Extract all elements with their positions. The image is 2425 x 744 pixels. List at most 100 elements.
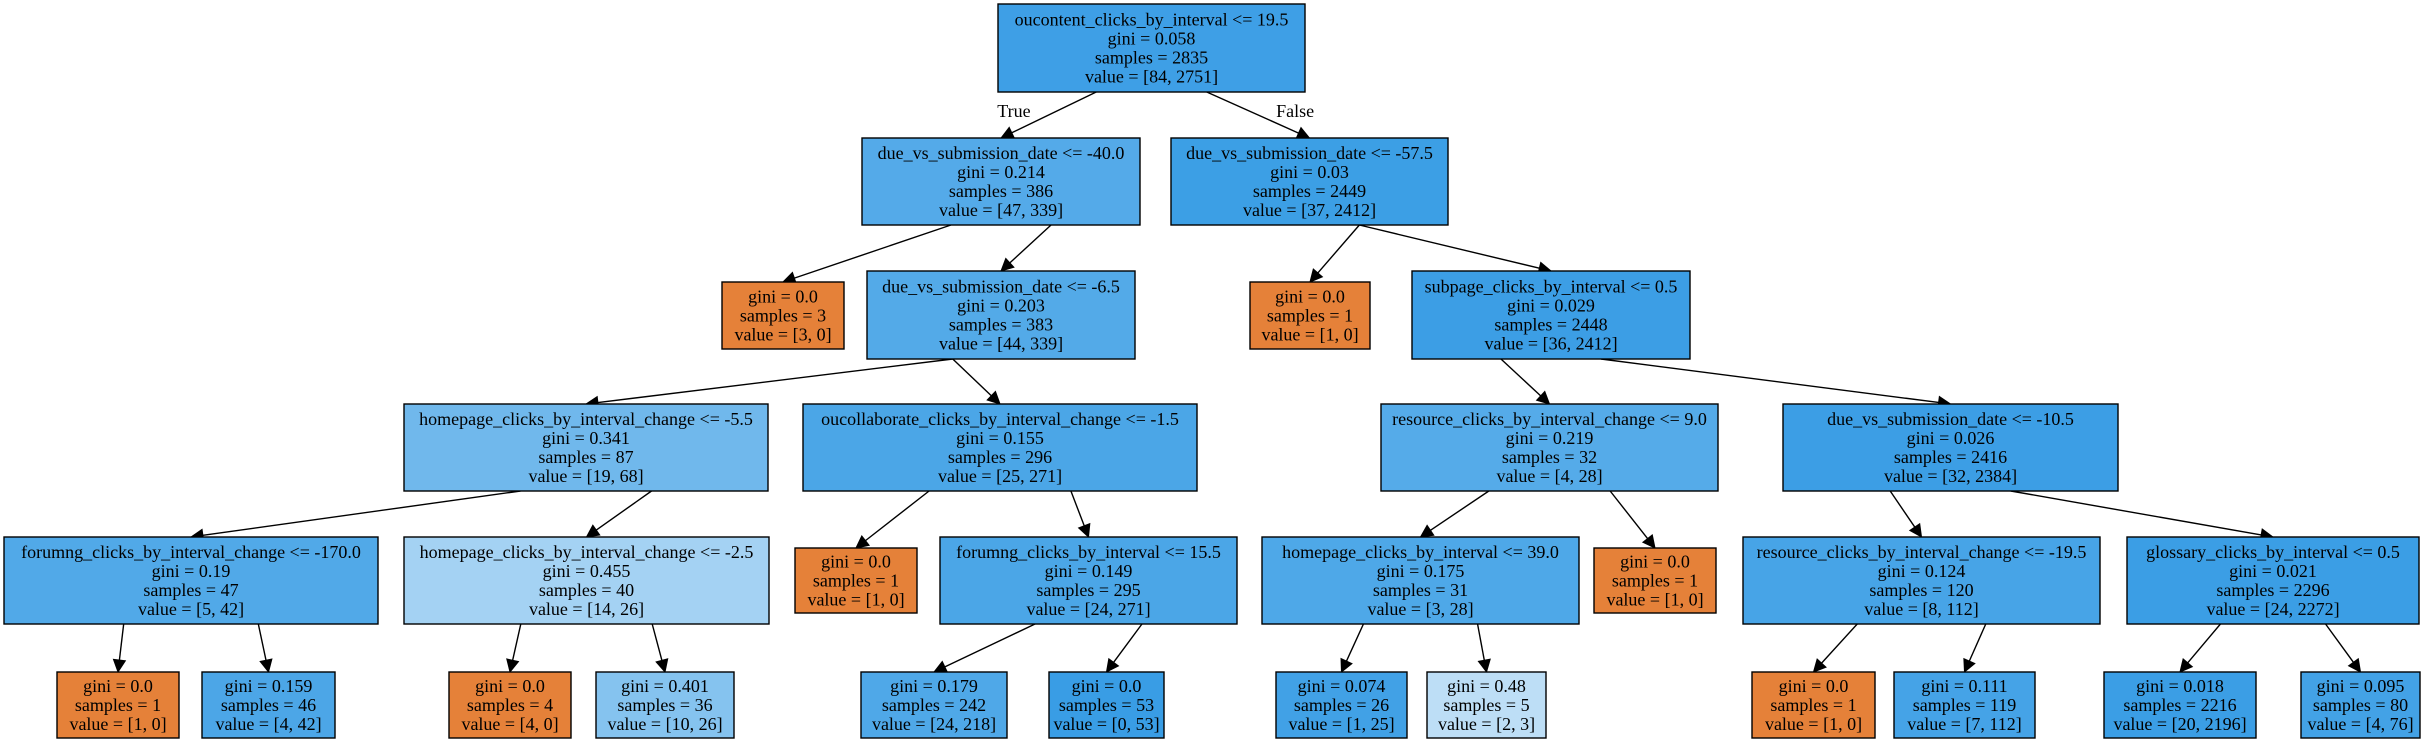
edge-line xyxy=(944,623,1036,668)
node-stat-line: samples = 1 xyxy=(813,571,899,591)
node-stat-line: gini = 0.341 xyxy=(542,428,630,448)
tree-node: resource_clicks_by_interval_change <= 9.… xyxy=(1380,403,1719,492)
node-box xyxy=(1426,671,1547,739)
node-stat-line: samples = 2416 xyxy=(1894,447,2007,467)
node-stat-line: samples = 3 xyxy=(740,306,826,326)
arrowhead-icon xyxy=(1077,522,1091,539)
arrowhead-icon xyxy=(1000,257,1015,272)
node-stat-line: value = [36, 2412] xyxy=(1484,334,1617,354)
node-split-condition: oucollaborate_clicks_by_interval_change … xyxy=(821,409,1179,429)
edge-line xyxy=(1889,490,1916,528)
node-stat-line: gini = 0.095 xyxy=(2317,676,2405,696)
node-stat-line: samples = 53 xyxy=(1059,695,1154,715)
node-stat-line: gini = 0.0 xyxy=(83,676,153,696)
node-stat-line: value = [24, 2272] xyxy=(2206,599,2339,619)
tree-edge xyxy=(952,358,1001,405)
node-box xyxy=(1751,671,1876,739)
node-stat-line: gini = 0.074 xyxy=(1298,676,1386,696)
node-split-condition: forumng_clicks_by_interval_change <= -17… xyxy=(21,542,361,562)
node-box xyxy=(448,671,572,739)
arrowhead-icon xyxy=(1477,658,1491,674)
node-stat-line: value = [3, 28] xyxy=(1367,599,1473,619)
node-split-condition: forumng_clicks_by_interval <= 15.5 xyxy=(956,542,1221,562)
tree-nodes: oucontent_clicks_by_interval <= 19.5gini… xyxy=(3,3,2421,739)
node-stat-line: value = [1, 0] xyxy=(1606,590,1703,610)
node-stat-line: gini = 0.219 xyxy=(1506,428,1594,448)
node-stat-line: gini = 0.179 xyxy=(890,676,978,696)
node-stat-line: value = [7, 112] xyxy=(1907,714,2021,734)
node-box xyxy=(1411,270,1691,360)
node-box xyxy=(201,671,336,739)
node-box xyxy=(794,547,918,614)
node-stat-line: value = [25, 271] xyxy=(938,466,1062,486)
edge-line xyxy=(1206,91,1299,134)
tree-node: homepage_clicks_by_interval <= 39.0gini … xyxy=(1261,536,1580,625)
node-stat-line: value = [32, 2384] xyxy=(1884,466,2017,486)
node-box xyxy=(1249,281,1371,350)
node-stat-line: samples = 36 xyxy=(617,695,712,715)
tree-edge xyxy=(257,623,273,674)
tree-edge xyxy=(1070,490,1091,539)
arrowhead-icon xyxy=(855,534,871,549)
edge-line xyxy=(257,623,267,661)
node-stat-line: samples = 119 xyxy=(1913,695,2016,715)
node-stat-line: gini = 0.03 xyxy=(1270,162,1349,182)
node-stat-line: value = [1, 0] xyxy=(1261,325,1358,345)
arrowhead-icon xyxy=(1535,390,1551,405)
node-box xyxy=(721,281,845,350)
node-stat-line: gini = 0.401 xyxy=(621,676,709,696)
tree-edge xyxy=(1000,224,1052,272)
node-stat-line: value = [37, 2412] xyxy=(1243,200,1376,220)
node-stat-line: gini = 0.175 xyxy=(1377,561,1465,581)
edge-label-false: False xyxy=(1276,101,1314,121)
tree-edge xyxy=(1340,623,1365,674)
node-box xyxy=(1380,403,1719,492)
node-stat-line: gini = 0.0 xyxy=(475,676,545,696)
node-box xyxy=(1593,547,1717,614)
tree-node: oucollaborate_clicks_by_interval_change … xyxy=(802,403,1198,492)
node-stat-line: samples = 2296 xyxy=(2216,580,2329,600)
tree-edge xyxy=(506,623,522,674)
tree-edge xyxy=(932,623,1036,673)
edge-line xyxy=(2324,623,2355,663)
tree-edge xyxy=(1359,224,1553,275)
node-stat-line: value = [47, 339] xyxy=(939,200,1063,220)
edge-line xyxy=(1476,623,1485,661)
node-stat-line: value = [1, 0] xyxy=(807,590,904,610)
edge-line xyxy=(1317,224,1360,274)
node-stat-line: samples = 120 xyxy=(1869,580,1973,600)
node-split-condition: due_vs_submission_date <= -40.0 xyxy=(878,143,1125,163)
node-stat-line: samples = 1 xyxy=(1267,306,1353,326)
edge-line xyxy=(651,623,663,661)
node-stat-line: samples = 295 xyxy=(1036,580,1140,600)
tree-edge: False xyxy=(1206,91,1314,140)
node-stat-line: gini = 0.0 xyxy=(1275,287,1345,307)
node-stat-line: gini = 0.0 xyxy=(748,287,818,307)
node-box xyxy=(861,137,1141,226)
tree-edge xyxy=(1476,623,1491,674)
node-stat-line: value = [44, 339] xyxy=(939,334,1063,354)
arrowhead-icon xyxy=(506,658,520,674)
arrowhead-icon xyxy=(1641,533,1656,549)
node-stat-line: samples = 40 xyxy=(539,580,634,600)
edge-line xyxy=(865,490,930,542)
node-box xyxy=(1893,671,2036,739)
node-stat-line: gini = 0.124 xyxy=(1878,561,1966,581)
node-box xyxy=(866,270,1136,360)
tree-edge xyxy=(651,623,669,674)
node-stat-line: value = [14, 26] xyxy=(529,599,644,619)
node-stat-line: gini = 0.0 xyxy=(1779,676,1849,696)
edge-line xyxy=(595,490,652,531)
tree-node: homepage_clicks_by_interval_change <= -2… xyxy=(403,536,770,625)
node-stat-line: samples = 2216 xyxy=(2123,695,2236,715)
node-stat-line: value = [2, 3] xyxy=(1438,714,1535,734)
